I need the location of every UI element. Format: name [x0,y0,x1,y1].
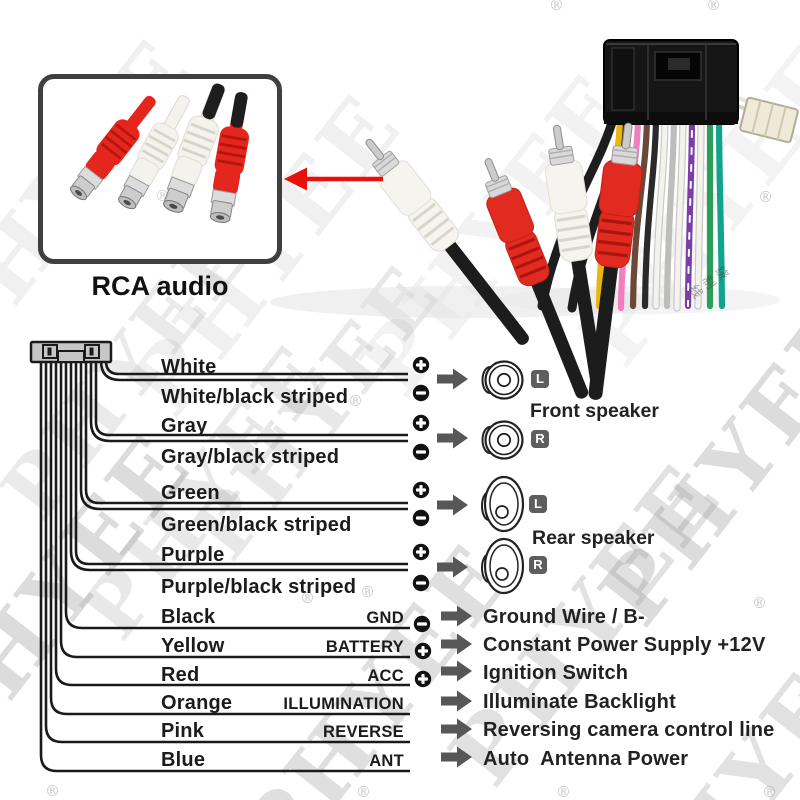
wire-label-gray-striped: Gray/black striped [161,446,340,468]
arrow-right-icon [437,494,468,516]
minus-icon [412,574,430,592]
wire-red [54,361,410,687]
arrow-right-icon [437,427,468,449]
iso-connector [603,39,739,125]
channel-badge-front-left: L [531,370,549,388]
wire-white [104,360,408,376]
wire-yellow [59,361,410,659]
plus-icon [412,543,430,561]
rear-speaker-label: Rear speaker [532,527,655,549]
wire-gray [94,361,408,437]
wire-tag-acc: ACC [367,667,404,685]
arrow-right-icon [441,690,472,712]
rear-speaker-left-icon [480,475,525,533]
wire-tag-battery: BATTERY [325,638,404,656]
wire-purple-striped [69,361,408,572]
wire-desc-reverse: Reversing camera control line [483,719,775,741]
wire-tag-illumination: ILLUMINATION [283,695,404,713]
wire-desc-battery: Constant Power Supply +12V [483,634,766,656]
plus-icon [414,670,432,688]
channel-badge-front-right: R [531,430,549,448]
arrow-right-icon [441,718,472,740]
wire-label-orange: Orange [161,692,233,714]
wiring-diagram [29,340,525,773]
wire-tag-ant: ANT [369,752,404,770]
front-speaker-right-icon [481,420,524,460]
wire-label-green: Green [161,482,220,504]
front-speaker-label: Front speaker [530,400,659,422]
wire-black [64,361,410,630]
wire-label-red: Red [161,664,200,686]
minus-icon [412,509,430,527]
wire-label-green-striped: Green/black striped [161,514,352,536]
wire-label-gray: Gray [161,415,208,437]
wire-label-white: White [161,356,217,378]
arrow-right-icon [441,746,472,768]
wire-desc-acc: Ignition Switch [483,662,629,684]
wire-orange [49,361,410,716]
wire-white-striped [99,360,408,382]
wire-label-white-striped: White/black striped [161,386,349,408]
wire-gray-striped [89,361,408,443]
plus-icon [412,481,430,499]
channel-badge-rear-left: L [529,495,547,513]
white-side-plug [739,96,799,144]
arrow-right-icon [441,633,472,655]
minus-icon [413,615,431,633]
minus-icon [412,384,430,402]
plus-icon [412,414,430,432]
wire-label-blue: Blue [161,749,206,771]
inset-caption: RCA audio [91,271,229,301]
plus-icon [412,356,430,374]
wire-pink [44,361,410,744]
wire-label-purple: Purple [161,544,225,566]
wire-tag-reverse: REVERSE [323,723,404,741]
arrow-right-icon [437,368,468,390]
harness-photo [270,39,799,407]
wire-green-striped [79,361,408,511]
rca-audio-inset-photo: ® [38,74,282,264]
wire-label-purple-striped: Purple/black striped [161,576,357,598]
wire-blue [39,361,410,773]
front-speaker-left-icon [481,360,524,400]
rca-connectors-illustration [63,77,259,227]
head-unit-connector [29,340,113,364]
wire-desc-ant: Auto Antenna Power [483,748,689,770]
wire-lines [39,360,410,773]
wire-green [84,361,408,505]
minus-icon [412,443,430,461]
wire-desc-ground: Ground Wire / B- [483,606,645,628]
channel-badge-rear-right: R [529,556,547,574]
wire-label-black: Black [161,606,216,628]
arrow-right-icon [441,660,472,682]
wire-desc-illumination: Illuminate Backlight [483,691,676,713]
wire-label-pink: Pink [161,720,205,742]
wire-purple [74,361,408,566]
arrow-right-icon [437,556,468,578]
plus-icon [414,642,432,660]
red-arrow-icon [284,167,383,191]
arrow-right-icon [441,605,472,627]
wire-tag-gnd: GND [366,609,404,627]
wire-label-yellow: Yellow [161,635,225,657]
rear-speaker-right-icon [480,537,525,595]
black-cable-stub [230,92,248,128]
black-cable-stub [202,83,225,120]
